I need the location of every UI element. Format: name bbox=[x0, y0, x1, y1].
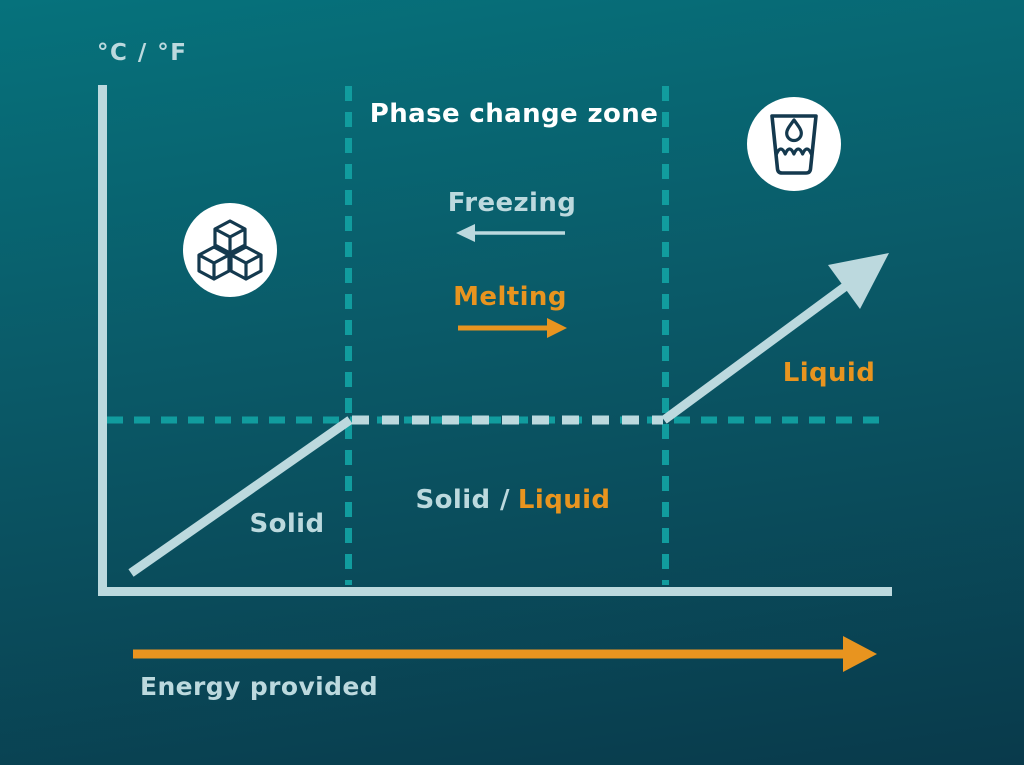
curve-solid-segment bbox=[128, 416, 353, 577]
phase-change-zone-title: Phase change zone bbox=[369, 99, 659, 129]
ice-cubes-icon bbox=[183, 203, 277, 297]
energy-arrow-right-icon bbox=[843, 636, 877, 672]
freezing-label: Freezing bbox=[447, 188, 577, 218]
x-axis-label: Energy provided bbox=[140, 672, 379, 701]
solid-liquid-label-liquid-part: Liquid bbox=[517, 485, 611, 515]
solid-liquid-zone-label: Solid /Liquid bbox=[416, 485, 611, 515]
water-glass-icon bbox=[747, 97, 841, 191]
y-axis-label: °C / °F bbox=[97, 40, 188, 66]
freezing-arrow-left-icon bbox=[456, 224, 475, 242]
temperature-energy-axes bbox=[98, 85, 892, 596]
melting-label: Melting bbox=[453, 282, 567, 312]
curve-liquid-segment bbox=[661, 279, 853, 424]
liquid-zone-label: Liquid bbox=[782, 358, 876, 388]
curve-arrowhead-icon bbox=[828, 253, 889, 309]
solid-zone-label: Solid bbox=[249, 509, 325, 539]
solid-liquid-label-solid-part: Solid / bbox=[415, 485, 510, 515]
melting-arrow-right-icon bbox=[547, 318, 567, 338]
